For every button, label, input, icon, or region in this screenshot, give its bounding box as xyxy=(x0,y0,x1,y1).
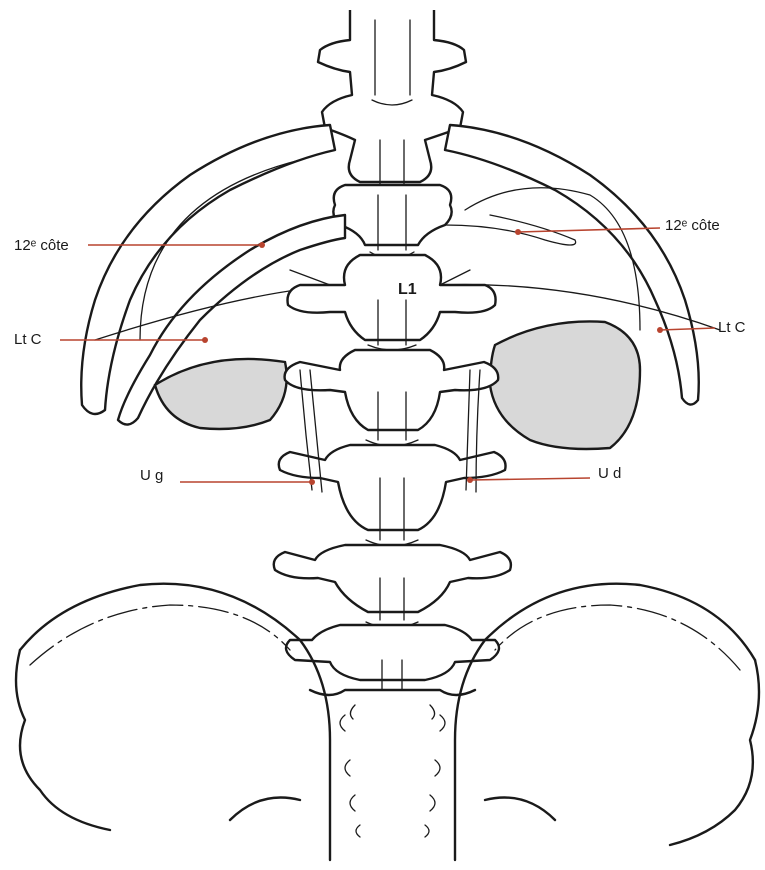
label-rib-left: 12ᵉ côte xyxy=(14,237,69,254)
spinal-column-upper xyxy=(318,10,466,185)
vertebra-t12 xyxy=(333,185,451,259)
iliac-wing-left xyxy=(16,584,330,860)
iliac-wing-right xyxy=(455,584,759,860)
vertebra-l5 xyxy=(286,625,499,690)
label-kidney-right: Lt C xyxy=(718,319,746,336)
label-ureter-right: U d xyxy=(598,465,621,482)
label-ureter-left: U g xyxy=(140,467,163,484)
label-vertebra-l1: L1 xyxy=(398,281,417,298)
vertebra-l4 xyxy=(274,545,511,628)
vertebra-l1 xyxy=(288,255,496,350)
label-rib-right: 12ᵉ côte xyxy=(665,217,720,234)
vertebra-l3 xyxy=(279,445,506,546)
sacrum xyxy=(310,690,475,837)
label-kidney-left: Lt C xyxy=(14,331,42,348)
